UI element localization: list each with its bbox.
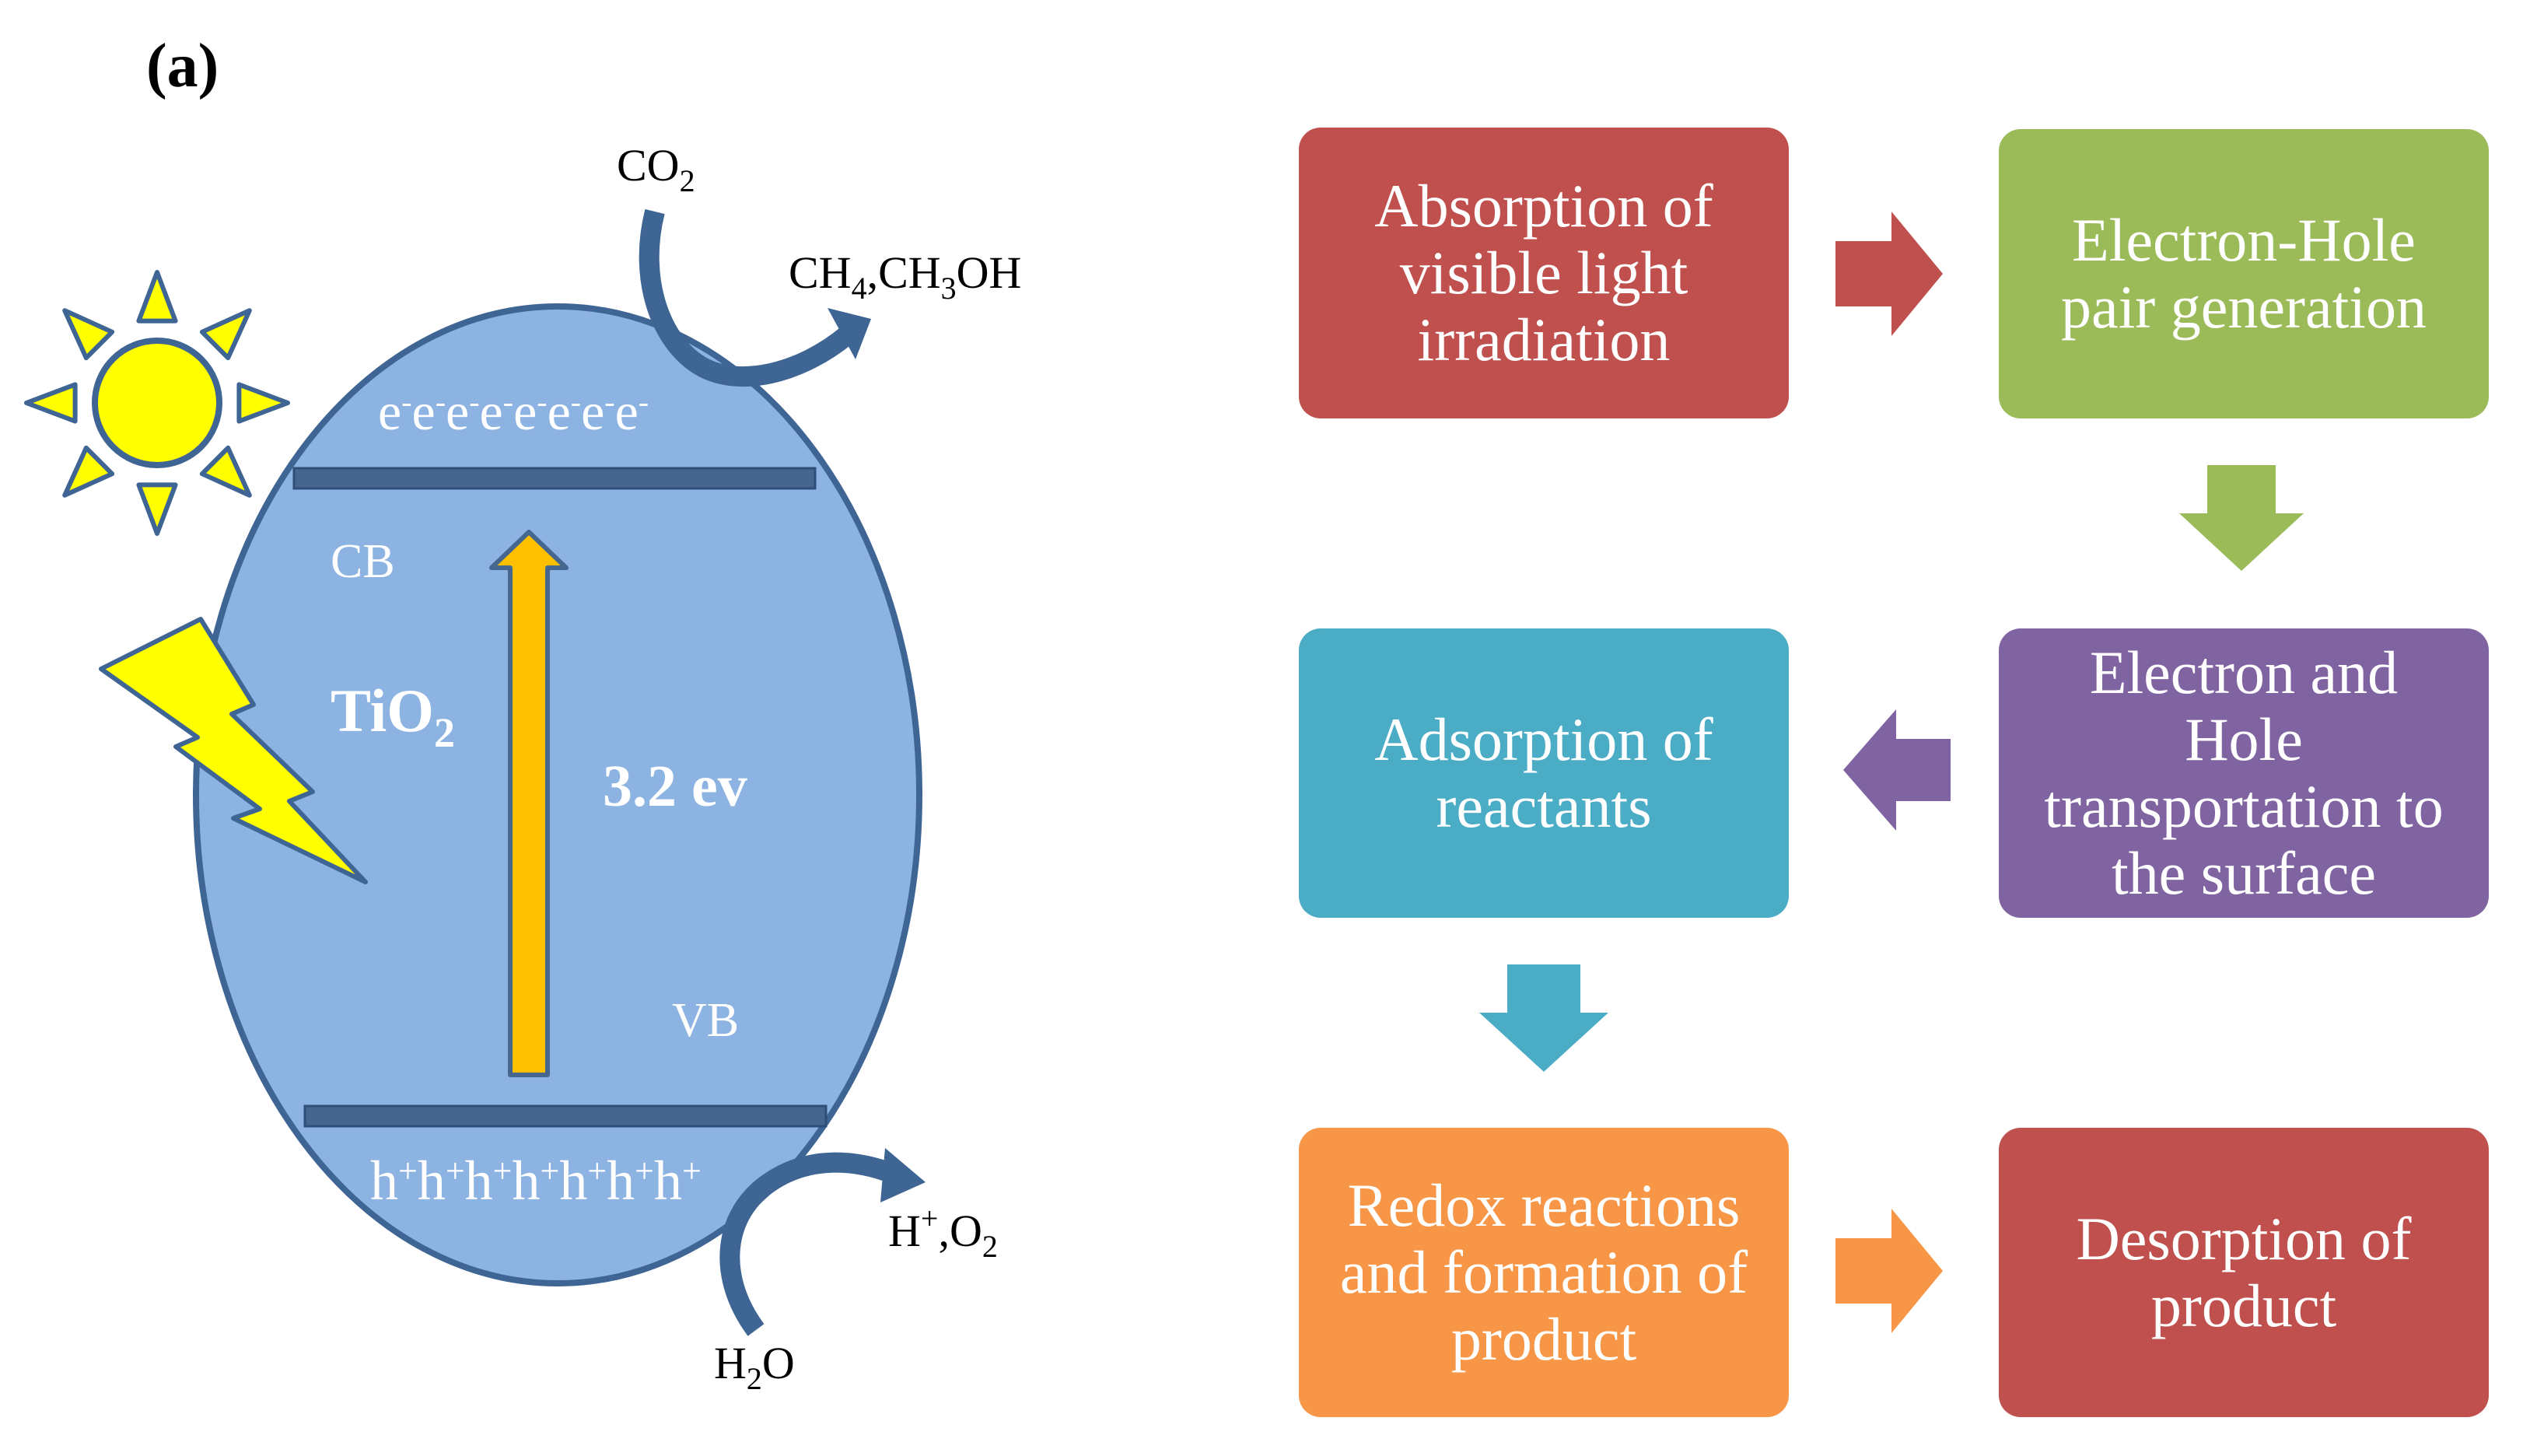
arrow-left-3: [1843, 709, 1951, 831]
sun-icon: [24, 270, 290, 536]
products-top-label: CH4,CH3OH: [789, 247, 1021, 306]
panel-label: (a): [146, 32, 219, 100]
step-absorption-text: Absorption of visible light irradiation: [1374, 172, 1713, 373]
water-oxidation-arrow: [719, 1152, 898, 1336]
sun-ray: [199, 445, 252, 498]
photocatalysis-diagram: e-e-e-e-e-e-e-e- h+h+h+h+h+h+h+ CB VB Ti…: [24, 140, 1021, 1396]
step-transport-box: Electron and Hole transportation to the …: [1999, 628, 2489, 918]
sun-ray: [136, 482, 178, 536]
sun-ray: [136, 270, 178, 324]
step-pair-generation-text: Electron-Hole pair generation: [2061, 206, 2427, 341]
step-redox-text: Redox reactions and formation of product: [1339, 1171, 1748, 1373]
arrow-down-4: [1479, 964, 1608, 1072]
sun-ray: [199, 308, 252, 361]
co2-reduction-arrow: [639, 208, 855, 387]
cb-label: CB: [331, 535, 395, 588]
step-adsorption-text: Adsorption of reactants: [1374, 705, 1713, 840]
band-gap-label: 3.2 ev: [603, 754, 747, 819]
step-adsorption-box: Adsorption of reactants: [1299, 628, 1789, 918]
step-transport-text: Electron and Hole transportation to the …: [2044, 639, 2444, 907]
band-gap-arrow: [489, 530, 569, 1077]
arrow-right-1: [1835, 212, 1943, 336]
sun-ray: [62, 308, 115, 361]
vb-label: VB: [672, 994, 739, 1047]
step-pair-generation-box: Electron-Hole pair generation: [1999, 129, 2489, 418]
products-bottom-label: H+,O2: [888, 1201, 998, 1264]
sun-ray: [62, 445, 115, 498]
co2-reduction-arrowhead: [828, 308, 871, 359]
step-absorption-box: Absorption of visible light irradiation: [1299, 128, 1789, 418]
tio2-particle: [193, 303, 922, 1286]
water-oxidation-arrowhead: [880, 1148, 926, 1202]
valence-band-line: [303, 1104, 828, 1128]
tio2-label: TiO2: [331, 677, 455, 756]
arrow-right-5: [1835, 1209, 1943, 1333]
sun-ray: [24, 382, 78, 424]
step-desorption-text: Desorption of product: [2076, 1205, 2412, 1339]
step-redox-box: Redox reactions and formation of product: [1299, 1128, 1789, 1417]
lightning-icon: [99, 617, 368, 884]
arrow-down-2: [2179, 465, 2304, 571]
sun-ray: [236, 382, 290, 424]
conduction-band-line: [292, 467, 817, 490]
electrons-row: e-e-e-e-e-e-e-e-: [378, 382, 649, 441]
holes-row: h+h+h+h+h+h+h+: [370, 1150, 702, 1212]
co2-label: CO2: [617, 140, 695, 198]
water-label: H2O: [714, 1338, 795, 1396]
step-desorption-box: Desorption of product: [1999, 1128, 2489, 1417]
